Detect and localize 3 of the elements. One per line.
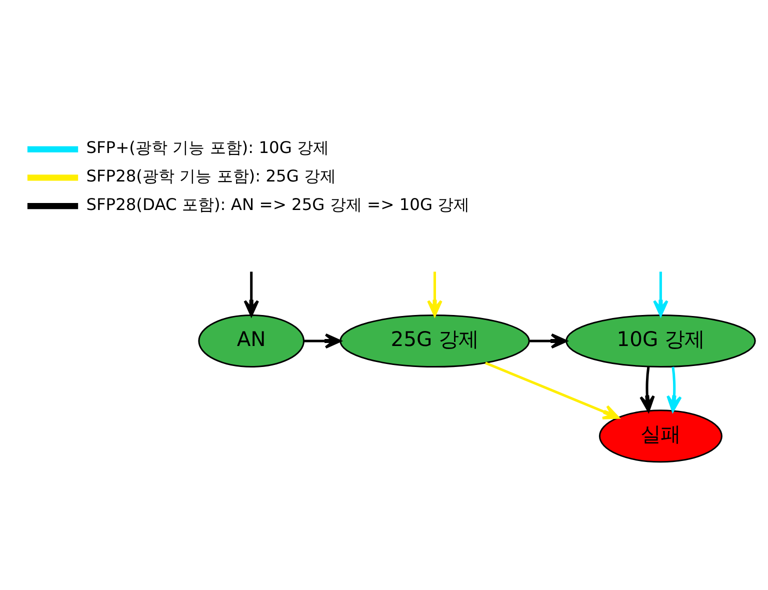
legend-label: SFP28(DAC 포함): AN => 25G 강제 => 10G 강제 (86, 194, 470, 214)
legend-label: SFP28(광학 기능 포함): 25G 강제 (86, 166, 336, 186)
legend-label: SFP+(광학 기능 포함): 10G 강제 (86, 138, 330, 158)
